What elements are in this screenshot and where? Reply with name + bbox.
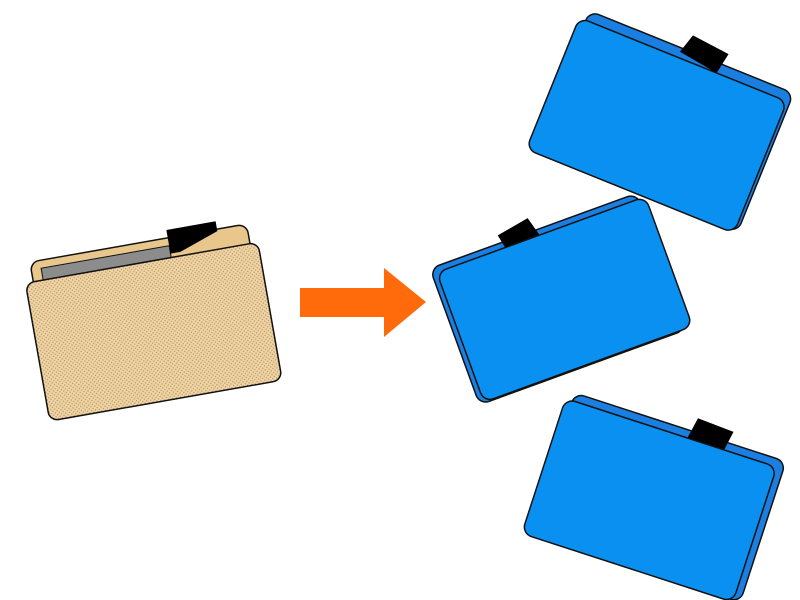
source-folder-icon [26, 221, 282, 421]
source-folder-tab [166, 221, 218, 254]
target-folder-icon-3 [523, 394, 785, 600]
source-folder-front [26, 242, 282, 421]
target-folder-icon-1 [528, 13, 792, 231]
target-folder-icon-2 [432, 195, 691, 403]
arrow-right-icon [300, 268, 426, 337]
